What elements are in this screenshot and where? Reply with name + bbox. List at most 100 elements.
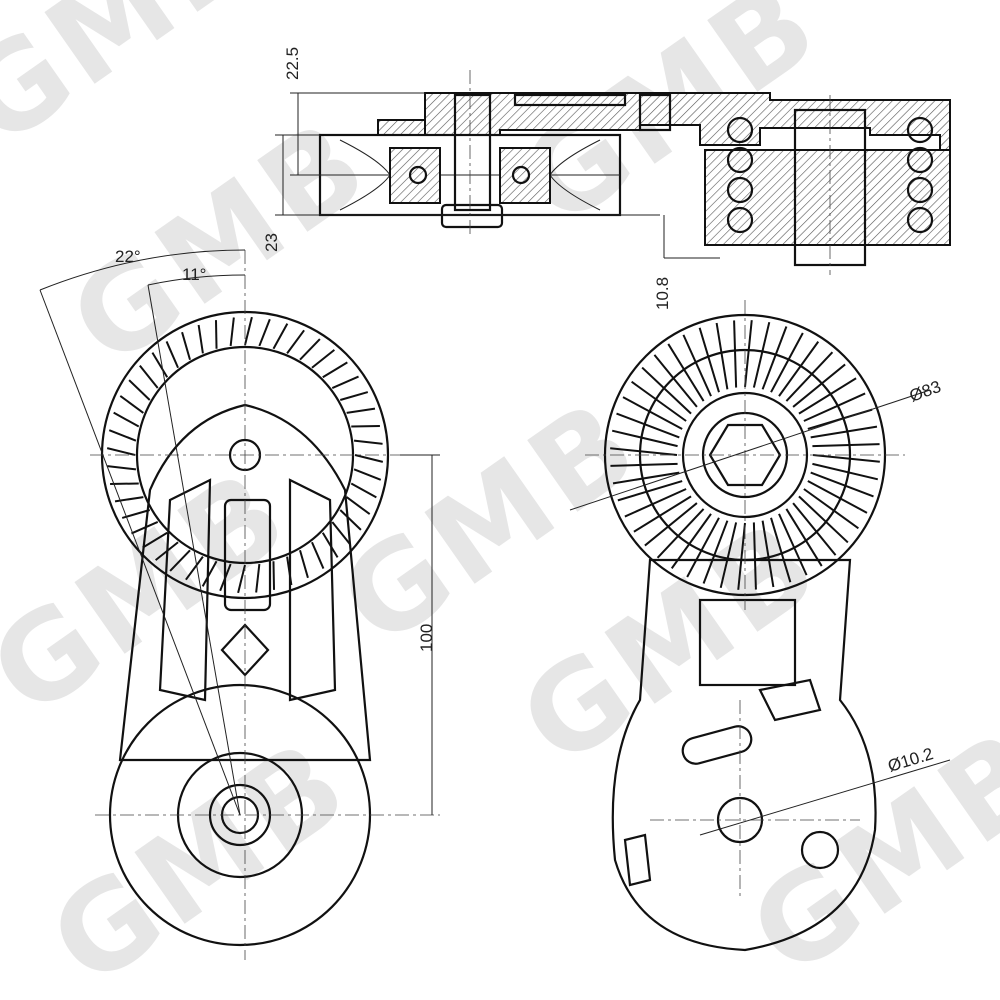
pulley-rib — [761, 520, 775, 588]
pulley-rib — [803, 392, 866, 422]
pulley-rib — [702, 520, 729, 584]
watermark: GMB — [27, 712, 375, 1000]
pulley-rib — [185, 556, 204, 581]
pulley-rib — [761, 326, 788, 390]
pulley-rib — [631, 380, 687, 422]
pulley-rib — [624, 488, 687, 518]
pulley-rib — [255, 563, 261, 593]
bearing-left — [389, 147, 441, 204]
pulley-rib — [611, 429, 678, 448]
pulley-rib — [737, 522, 746, 590]
pulley-rib — [798, 377, 857, 415]
pulley-rib — [128, 379, 151, 401]
bearing-right — [499, 147, 551, 204]
pulley-rib — [778, 513, 808, 576]
pulley-rib — [752, 321, 771, 388]
watermark: GMB — [0, 442, 315, 744]
pulley-rib — [686, 517, 720, 578]
pulley-rib — [165, 341, 179, 369]
dim-diameter-83: Ø83 — [907, 377, 944, 406]
tensioner-arm — [118, 403, 372, 762]
pulley-rib — [353, 439, 383, 445]
pulley-rib — [698, 327, 720, 393]
pulley-rib — [107, 465, 137, 471]
dim-23: 23 — [262, 233, 281, 252]
pulley-rib — [350, 482, 377, 499]
bolt-head — [440, 203, 504, 229]
pulley-rib — [106, 447, 136, 456]
body-slot — [681, 725, 753, 765]
pulley-rib — [351, 424, 380, 428]
pulley-rib — [670, 513, 712, 569]
pulley-rib — [299, 338, 321, 361]
pulley-rib — [812, 443, 880, 448]
pulley-rib — [610, 462, 678, 467]
dim-22-5: 22.5 — [283, 47, 302, 80]
pulley-rib — [785, 508, 823, 567]
pulley-rib — [311, 541, 325, 569]
pulley-rib — [331, 521, 351, 545]
pulley-rib — [798, 495, 849, 544]
pulley-rib — [353, 468, 382, 481]
pulley-rib — [744, 320, 753, 388]
pulley-rib — [346, 407, 376, 414]
pulley-rib — [131, 521, 159, 535]
pulley-rib — [715, 322, 729, 390]
pulley-rib — [612, 471, 680, 485]
pulley-rib — [810, 425, 878, 439]
arm-slot — [223, 498, 272, 612]
pulley-rib — [229, 317, 235, 347]
pulley-rib — [108, 429, 137, 442]
pulley-rib — [237, 564, 246, 594]
pulley-rib — [272, 323, 289, 350]
section-view: 22.5 23 10.8 — [262, 47, 951, 310]
pulley-rib — [244, 316, 253, 346]
pulley-rib — [346, 496, 371, 515]
locating-hole — [800, 830, 840, 870]
pulley-rib — [610, 447, 678, 456]
pulley-rib — [331, 375, 359, 389]
pulley-rib — [119, 395, 144, 414]
pulley-rib — [667, 343, 705, 402]
pulley-rib — [169, 549, 191, 572]
pulley-rib — [622, 396, 683, 430]
pulley-rib — [113, 411, 140, 428]
pulley-rib — [653, 354, 698, 408]
dim-angle-11: 11° — [182, 265, 206, 284]
pulley-rib — [807, 480, 868, 514]
pulley-rib — [785, 351, 834, 402]
pulley-rib — [214, 320, 218, 349]
watermark: GMB — [47, 92, 395, 394]
pulley-rib — [812, 454, 880, 463]
dim-10-8: 10.8 — [653, 277, 672, 310]
pulley-rib — [139, 365, 159, 389]
pulley-rib — [633, 495, 692, 533]
pulley-rib — [810, 471, 874, 498]
pulley-rib — [792, 502, 837, 556]
dim-angle-22: 22° — [115, 247, 141, 266]
pulley-rib — [299, 549, 309, 579]
pulley-rib — [656, 508, 705, 559]
pulley-rib — [339, 509, 362, 531]
bracket-slot — [513, 93, 627, 107]
pulley-rib — [644, 502, 698, 547]
pulley-rib — [752, 522, 757, 590]
pulley-rib — [778, 341, 820, 397]
pulley-rib — [322, 361, 348, 379]
pulley-rib — [110, 482, 139, 486]
pulley-rib — [142, 531, 168, 549]
bracket-window — [638, 93, 672, 132]
pulley-rib — [770, 332, 804, 393]
pulley-rib — [354, 454, 384, 463]
arm-block — [698, 598, 797, 687]
pulley-rib — [682, 334, 712, 397]
pulley-rib — [201, 560, 218, 587]
pulley-rib — [803, 488, 859, 530]
pulley-rib — [770, 517, 792, 583]
pulley-rib — [641, 366, 692, 415]
pulley-rib — [181, 331, 191, 361]
pulley-rib — [197, 324, 204, 354]
pulley-rib — [616, 412, 680, 439]
